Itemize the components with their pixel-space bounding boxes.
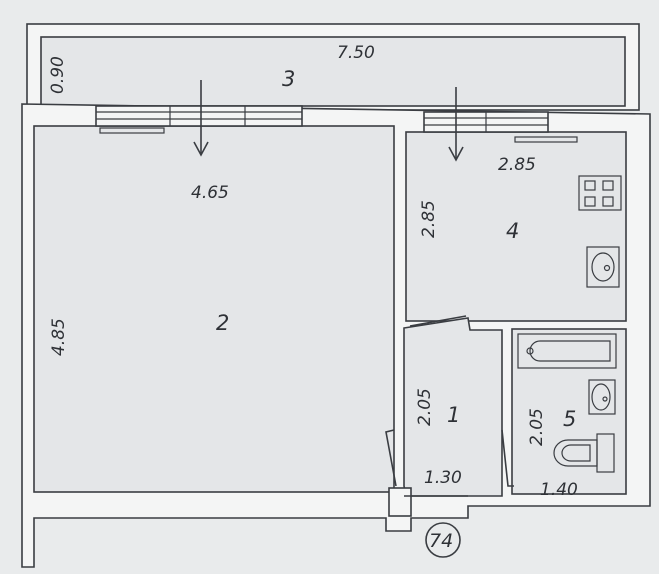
room-5-label: 5 — [563, 407, 576, 431]
arrow-room-2 — [193, 80, 209, 157]
door-hall-room-2 — [385, 429, 397, 487]
balcony-inner — [40, 36, 626, 107]
dim-bath-width: 1.40 — [540, 480, 578, 500]
window-room-4 — [423, 111, 578, 143]
dim-hall-depth: 2.05 — [415, 388, 435, 426]
dim-room-2-width: 4.65 — [191, 183, 229, 203]
window-room-2 — [95, 105, 303, 134]
dim-room-2-depth: 4.85 — [49, 318, 69, 356]
room-2-label: 2 — [216, 311, 229, 335]
room-1-label: 1 — [447, 403, 460, 427]
bath-sink-icon — [588, 379, 616, 415]
door-hall-kitchen — [409, 315, 467, 327]
room-3-label: 3 — [282, 67, 295, 91]
room-4-label: 4 — [506, 219, 519, 243]
entrance-door — [388, 487, 468, 517]
stove-icon — [578, 175, 622, 211]
kitchen-sink-icon — [586, 246, 620, 288]
room-2-area — [33, 125, 395, 493]
dim-balcony-depth: 0.90 — [48, 56, 68, 94]
toilet-icon — [553, 433, 615, 473]
dim-hall-width: 1.30 — [424, 468, 462, 488]
dim-kitchen-depth: 2.85 — [419, 200, 439, 238]
dim-balcony-length: 7.50 — [337, 43, 375, 63]
dim-bath-depth: 2.05 — [527, 408, 547, 446]
apartment-number: 74 — [429, 530, 453, 552]
apartment-number-badge: 74 — [425, 522, 461, 558]
arrow-room-4 — [448, 87, 464, 162]
bathtub-icon — [517, 333, 617, 369]
room-4-area — [405, 131, 627, 322]
door-hall-bath — [501, 429, 514, 487]
dim-kitchen-width: 2.85 — [498, 155, 536, 175]
